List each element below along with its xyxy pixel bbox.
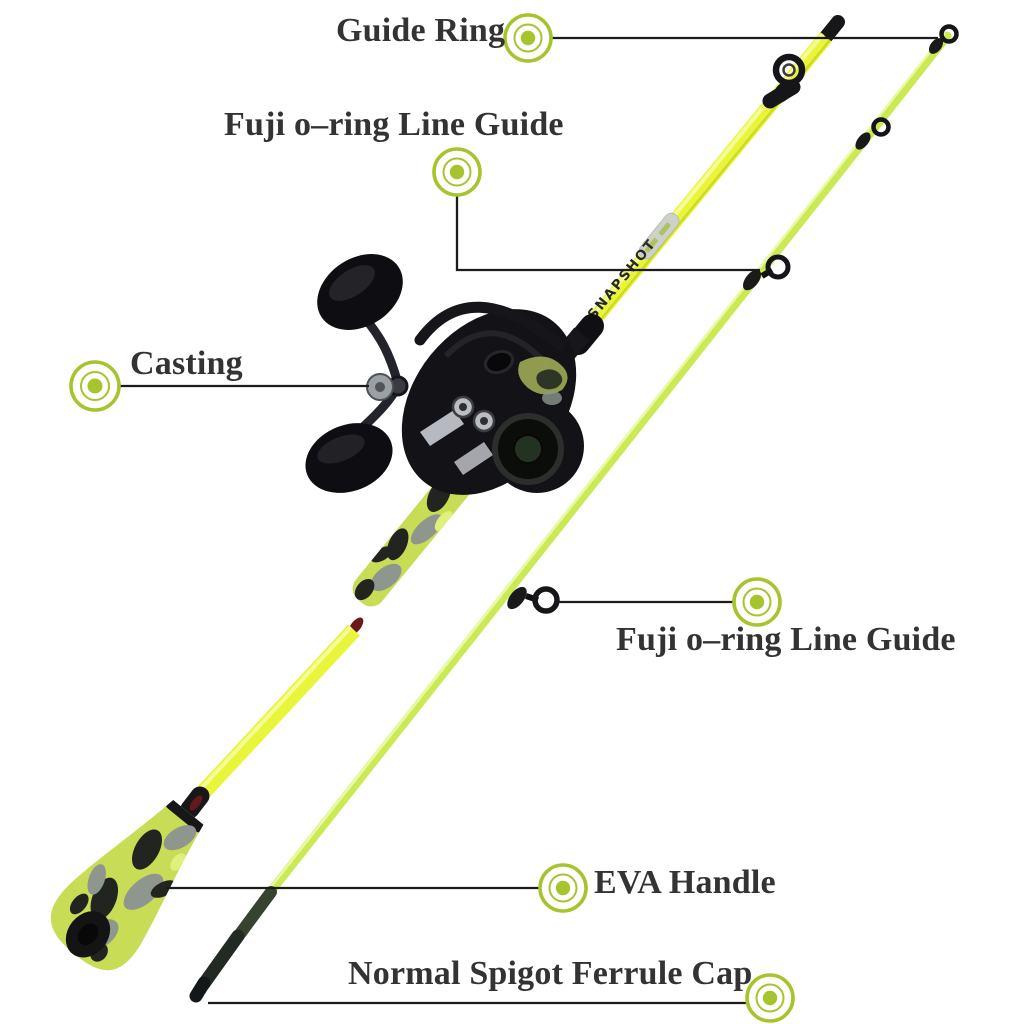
fuji-line-guide-bottom-label: Fuji o–ring Line Guide: [616, 621, 956, 658]
eva-butt-grip: [50, 794, 208, 971]
rod-tip-section: [189, 24, 959, 1003]
fuji-top-target-icon: [432, 147, 482, 197]
spool-tension-knobs: [451, 395, 496, 433]
guide-ring-target-icon: [503, 13, 553, 63]
reel-camo-patch: [518, 356, 568, 405]
tip-guide-ring-2: [855, 117, 891, 150]
palm-side-plate: [492, 413, 564, 485]
tip-top-guide-ring: [928, 24, 959, 54]
eva-handle-target-icon: [538, 863, 588, 913]
guide-ring-label: Guide Ring: [336, 12, 506, 49]
butt-section-guide-ring: [762, 53, 806, 109]
line-guide-tube: [483, 349, 515, 375]
casting-label: Casting: [130, 345, 243, 382]
casting-target-icon: [69, 360, 121, 412]
star-drag: [366, 373, 394, 401]
spigot-ferrule-cap: [189, 886, 277, 1003]
reel-frame-bridge: [414, 301, 566, 351]
leader-lines: [119, 36, 938, 1005]
spec-sticker: [638, 212, 680, 260]
fuji-top-leader-line: [455, 196, 760, 272]
ferrule-cap-target-icon: [745, 973, 795, 1023]
brand-text: SNAPSHOT: [585, 236, 660, 323]
fuji-line-guide-upper: [743, 254, 791, 291]
eva-handle-label: EVA Handle: [594, 864, 776, 901]
reel-handle-knob-lower: [305, 423, 393, 493]
spigot-ferrule-cap-label: Normal Spigot Ferrule Cap: [348, 955, 753, 992]
target-icons: [69, 13, 795, 1023]
rod-tip-cap: [818, 15, 845, 45]
fuji-line-guide-lower: [507, 586, 560, 614]
fuji-bottom-target-icon: [732, 577, 782, 627]
reel-handle-knob-upper: [317, 254, 403, 330]
fuji-line-guide-top-label: Fuji o–ring Line Guide: [224, 106, 564, 143]
baitcast-reel: [305, 254, 584, 495]
